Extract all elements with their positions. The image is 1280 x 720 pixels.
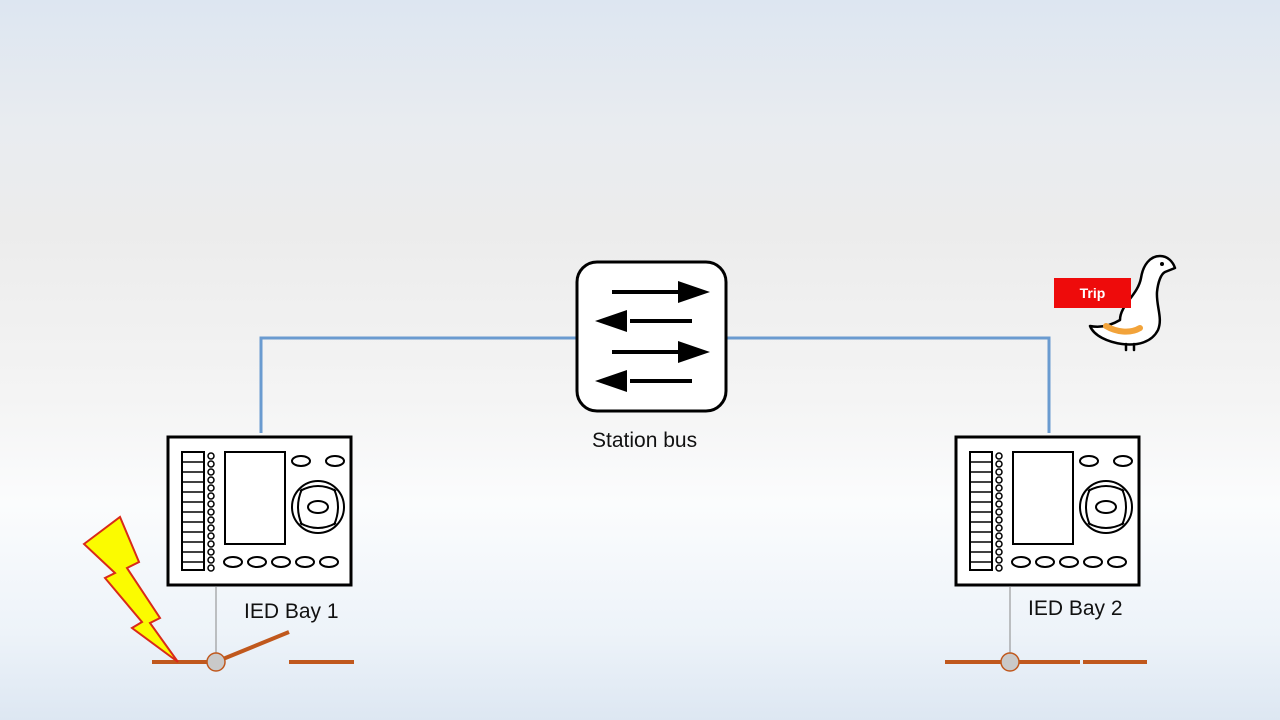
bay2-breaker-node — [1000, 652, 1020, 672]
ied-bay-1-label: IED Bay 1 — [244, 600, 339, 623]
trip-badge: Trip — [1054, 278, 1131, 308]
station-bus-links — [259, 336, 1051, 433]
lightning-fault-icon — [82, 515, 179, 663]
ied-bay-2-icon — [954, 435, 1141, 587]
bay1-breaker-node — [206, 652, 226, 672]
goose-icon — [1088, 254, 1177, 352]
bus-link-bay2 — [726, 336, 1051, 433]
bus-link-bay1 — [259, 336, 578, 433]
station-bus-label: Station bus — [592, 429, 698, 452]
ied-bay-1-icon — [166, 435, 353, 587]
bay1-breaker-blade — [222, 630, 290, 661]
network-switch-icon — [575, 260, 728, 413]
ied-bay-2-label: IED Bay 2 — [1028, 597, 1123, 620]
bay1-busbar — [152, 630, 354, 664]
